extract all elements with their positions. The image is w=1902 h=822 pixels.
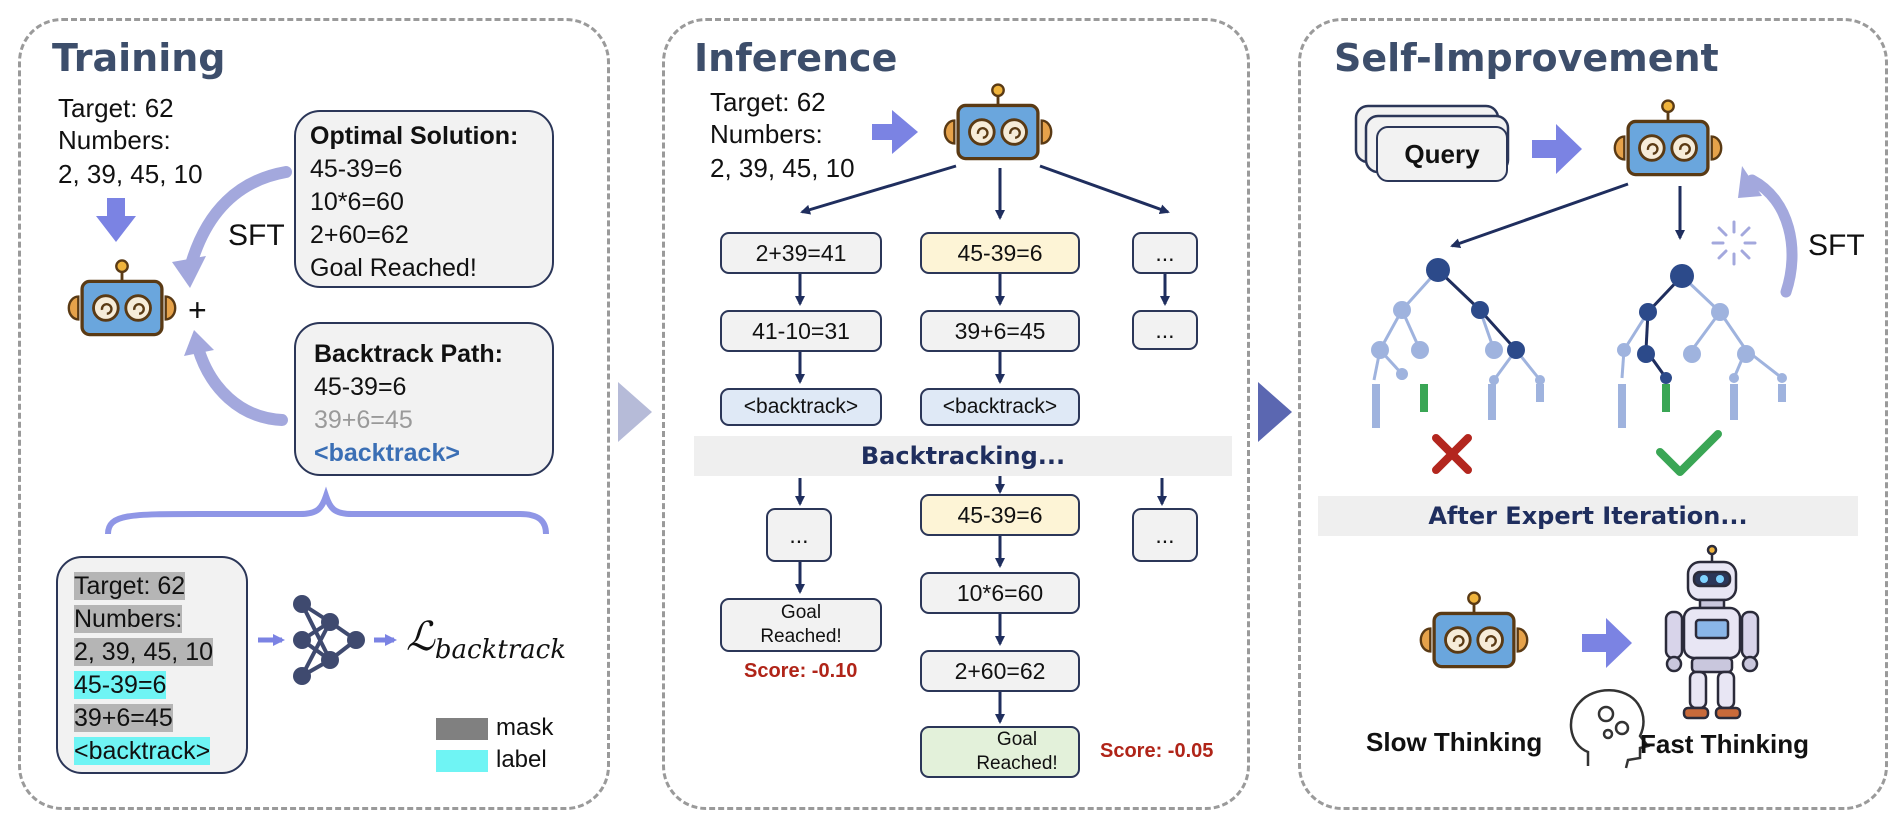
loss-formula: ℒbacktrack (406, 614, 566, 665)
robot-icon-slow (1419, 590, 1529, 669)
backtrack-curve-arrow-icon (192, 342, 288, 426)
node-ellipsis-3: ... (766, 508, 832, 562)
masked-numbers-label: Numbers: (74, 605, 183, 633)
inference-title: Inference (694, 36, 898, 80)
label-backtrack-token: <backtrack> (74, 737, 211, 765)
backtracking-band: Backtracking... (694, 436, 1232, 476)
sft-label-self: SFT (1808, 229, 1865, 262)
fast-thinking-label: Fast Thinking (1640, 729, 1809, 759)
self-improvement-title: Self-Improvement (1334, 36, 1719, 80)
label-step-1: 45-39=6 (74, 671, 167, 699)
cross-icon (1432, 434, 1472, 474)
label-swatch (436, 750, 488, 772)
brace-icon (105, 486, 549, 535)
optimal-step-1: 45-39=6 (310, 155, 403, 183)
node-backtrack-2: <backtrack> (920, 388, 1080, 426)
robot-icon (67, 258, 177, 337)
training-target: Target: 62 (58, 93, 174, 123)
search-tree-right-icon (1617, 264, 1787, 428)
sft-label: SFT (228, 219, 285, 252)
node-ellipsis-2: ... (1132, 310, 1198, 350)
masked-sequence-box: Target: 62 Numbers: 2, 39, 45, 10 45-39=… (56, 556, 248, 774)
masked-numbers: 2, 39, 45, 10 (74, 638, 214, 666)
node-41-10: 41-10=31 (720, 310, 882, 352)
node-45-39-retry: 45-39=6 (920, 494, 1080, 536)
node-backtrack-1: <backtrack> (720, 388, 882, 426)
training-numbers: 2, 39, 45, 10 (58, 159, 203, 189)
goal-2-line1: Goal (996, 729, 1038, 750)
inference-numbers-label: Numbers: (710, 119, 823, 149)
humanoid-robot-icon (1664, 544, 1760, 720)
right-arrow-icon-self (1532, 124, 1582, 174)
node-ellipsis-1: ... (1132, 232, 1198, 274)
loss-symbol: ℒ (406, 614, 435, 660)
loading-spinner-icon (1711, 220, 1757, 266)
goal-2-line2: Reached! (976, 753, 1058, 774)
robot-icon-self (1613, 98, 1723, 177)
node-45-39: 45-39=6 (920, 232, 1080, 274)
backtrack-token: <backtrack> (314, 439, 460, 467)
node-2+39: 2+39=41 (720, 232, 882, 274)
query-box: Query (1376, 126, 1508, 182)
node-10*6: 10*6=60 (920, 572, 1080, 614)
mask-swatch (436, 718, 488, 740)
right-arrow-icon-bottom (1582, 618, 1632, 668)
goal-1-line2: Reached! (760, 626, 842, 647)
score-1: Score: -0.10 (744, 660, 858, 682)
masked-step-2: 39+6=45 (74, 704, 173, 732)
check-icon (1656, 430, 1722, 476)
self-improvement-panel (1298, 18, 1888, 810)
backtrack-step-1: 45-39=6 (314, 373, 407, 401)
node-ellipsis-4: ... (1132, 508, 1198, 562)
masked-target: Target: 62 (74, 572, 186, 600)
head-gears-icon (1569, 689, 1651, 769)
down-arrow-icon (96, 198, 136, 242)
inference-panel (662, 18, 1250, 810)
neural-network-icon (293, 595, 365, 685)
plus-sign: + (188, 292, 207, 328)
backtrack-path-title: Backtrack Path: (314, 340, 503, 368)
backtrack-path-box: Backtrack Path: 45-39=6 39+6=45 <backtra… (294, 322, 554, 476)
node-2+60: 2+60=62 (920, 650, 1080, 692)
sft-curve-arrow-icon (184, 166, 292, 274)
backtrack-step-2: 39+6=45 (314, 406, 413, 434)
training-panel (18, 18, 610, 810)
separator-arrow-1 (618, 382, 652, 442)
robot-icon-inference (943, 82, 1053, 161)
inference-target: Target: 62 (710, 87, 826, 117)
mask-legend-label: mask (496, 714, 554, 741)
optimal-step-4: Goal Reached! (310, 254, 477, 282)
score-2: Score: -0.05 (1100, 740, 1214, 762)
separator-arrow-2 (1258, 382, 1292, 442)
search-tree-left-icon (1371, 258, 1545, 428)
node-39+6: 39+6=45 (920, 310, 1080, 352)
training-title: Training (52, 36, 226, 80)
slow-thinking-label: Slow Thinking (1366, 727, 1543, 757)
sft-curve-arrow-icon-self (1746, 174, 1798, 298)
loss-subscript: backtrack (434, 635, 566, 665)
label-legend-label: label (496, 746, 547, 773)
goal-1-line1: Goal (780, 602, 822, 623)
optimal-solution-box: Optimal Solution: 45-39=6 10*6=60 2+60=6… (294, 110, 554, 288)
optimal-step-3: 2+60=62 (310, 221, 409, 249)
inference-numbers: 2, 39, 45, 10 (710, 153, 855, 183)
optimal-solution-title: Optimal Solution: (310, 122, 519, 150)
expert-iteration-band: After Expert Iteration... (1318, 496, 1858, 536)
optimal-step-2: 10*6=60 (310, 188, 404, 216)
right-arrow-icon (872, 110, 918, 154)
training-numbers-label: Numbers: (58, 125, 171, 155)
query-label: Query (1404, 138, 1480, 169)
